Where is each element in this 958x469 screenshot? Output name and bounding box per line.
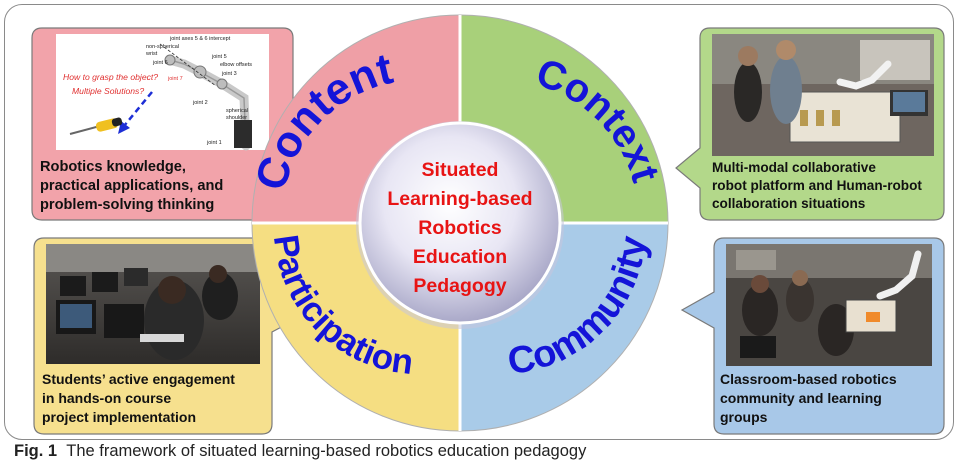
robot-label: joint 7: [167, 76, 183, 82]
classroom-photo-community: [726, 244, 932, 366]
robot-label: joint 2: [192, 100, 208, 106]
center-text-line: Pedagogy: [413, 275, 506, 297]
callout-community: Classroom-based robotics community and l…: [680, 237, 945, 435]
figure-caption: Fig. 1 The framework of situated learnin…: [14, 442, 586, 461]
screwdriver-icon: [69, 117, 123, 135]
robot-label: spherical: [226, 108, 248, 114]
robot-arm-illustration: How to grasp the object? Multiple Soluti…: [56, 34, 269, 151]
center-text-line: Robotics: [418, 217, 502, 239]
robot-label: joint axes 5 & 6 intercept: [169, 36, 231, 42]
classroom-photo-participation: [46, 244, 260, 364]
lab-photo-context: [712, 34, 934, 156]
callout-community-text: Classroom-based robotics community and l…: [720, 371, 901, 425]
center-text-line: Situated: [422, 159, 499, 181]
callout-participation: Students’ active engagement in hands-on …: [33, 237, 308, 435]
robot-label: joint 1: [206, 140, 222, 146]
caption-text: The framework of situated learning-based…: [66, 442, 587, 460]
robot-label: joint 5: [211, 54, 227, 60]
robot-question-line-2: Multiple Solutions?: [72, 86, 144, 96]
center-text-line: Education: [413, 246, 507, 268]
center-text-line: Learning-based: [387, 188, 532, 210]
robot-question-line-1: How to grasp the object?: [63, 72, 158, 82]
callout-context-text: Multi-modal collaborative robot platform…: [712, 160, 926, 211]
callout-participation-text: Students’ active engagement in hands-on …: [42, 371, 239, 425]
robot-label: non-spherical: [146, 44, 179, 50]
callout-context: Multi-modal collaborative robot platform…: [675, 27, 945, 221]
robot-label: wrist: [145, 51, 158, 57]
caption-label: Fig. 1: [14, 442, 58, 460]
callout-content-text: Robotics knowledge, practical applicatio…: [40, 159, 227, 213]
robot-label: shoulder: [226, 115, 247, 121]
robot-label: joint 6: [152, 60, 168, 66]
callout-content: How to grasp the object? Multiple Soluti…: [31, 27, 332, 221]
framework-diagram: How to grasp the object? Multiple Soluti…: [31, 14, 945, 435]
robot-label: joint 3: [221, 71, 237, 77]
center-hub: Situated Learning-based Robotics Educati…: [356, 121, 564, 329]
robot-label: elbow offsets: [220, 62, 252, 68]
